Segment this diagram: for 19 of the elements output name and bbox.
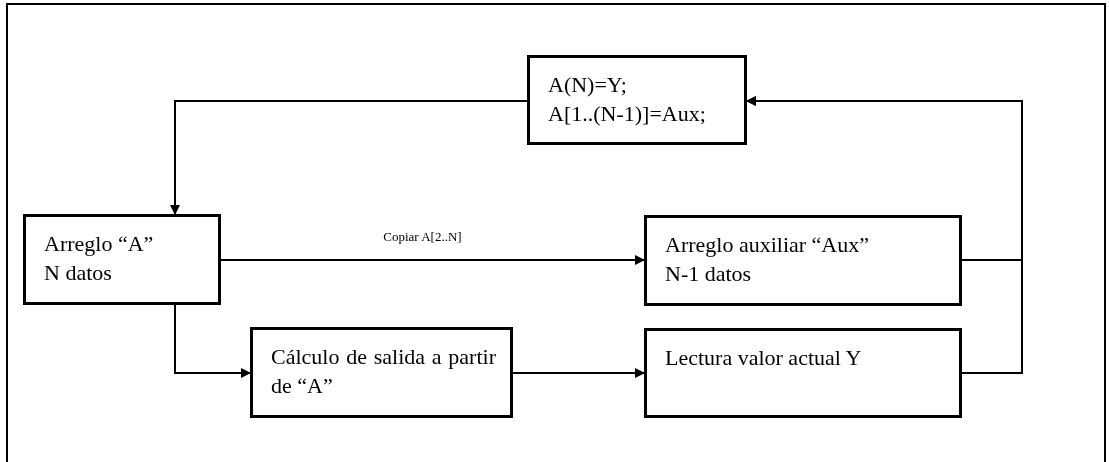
box-text: Arreglo “A” (44, 230, 155, 258)
box-text: A[1..(N-1)]=Aux; (548, 100, 707, 128)
arrow (220, 255, 645, 265)
arrow (174, 304, 251, 378)
process-box (250, 327, 513, 418)
box-text: Lectura valor actual Y (665, 344, 863, 372)
box-text: Cálculo de salida a partir de “A” (271, 343, 496, 400)
process-box (644, 328, 962, 418)
arrow (170, 100, 528, 215)
process-box (644, 215, 962, 306)
arrow (512, 368, 645, 378)
arrow (746, 96, 1023, 374)
box-text: N-1 datos (665, 260, 753, 288)
box-text: A(N)=Y; (548, 71, 628, 99)
process-box (527, 55, 747, 145)
box-text: Arreglo auxiliar “Aux” (665, 231, 871, 259)
process-box (23, 214, 221, 305)
box-text: N datos (44, 259, 113, 287)
edge-label: Copiar A[2..N] (383, 230, 462, 243)
